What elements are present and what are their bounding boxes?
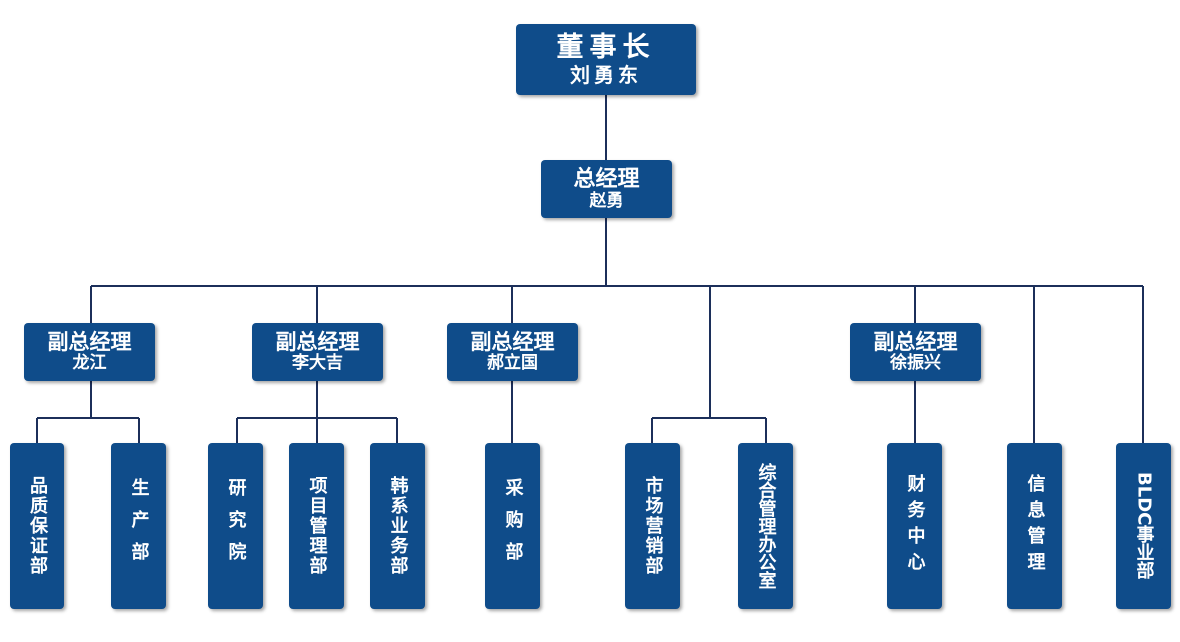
department-project-management: 项目管理部	[289, 443, 344, 609]
vice-president-box-1: 副总经理 龙江	[24, 323, 155, 381]
department-research-institute: 研究院	[208, 443, 263, 609]
department-label: 综合管理办公室	[755, 463, 777, 589]
vice-president-title: 副总经理	[47, 330, 132, 355]
department-bldc-business: BLDC事业部	[1116, 443, 1171, 609]
vice-president-title: 副总经理	[275, 330, 360, 355]
chairman-title: 董事长	[556, 32, 656, 64]
department-marketing: 市场营销部	[625, 443, 680, 609]
chairman-name: 刘勇东	[570, 62, 642, 87]
vice-president-name: 李大吉	[292, 353, 343, 374]
department-procurement: 采购部	[485, 443, 540, 609]
department-quality-assurance: 品质保证部	[10, 443, 64, 609]
department-general-admin-office: 综合管理办公室	[738, 443, 793, 609]
department-label: 采购部	[502, 478, 524, 574]
chairman-box: 董事长 刘勇东	[516, 24, 696, 95]
department-label: 生产部	[128, 478, 150, 574]
general-manager-title: 总经理	[573, 166, 640, 192]
general-manager-name: 赵勇	[589, 190, 624, 211]
department-korea-business: 韩系业务部	[370, 443, 425, 609]
department-label: 财务中心	[904, 474, 926, 578]
department-label: 市场营销部	[642, 476, 664, 576]
vice-president-title: 副总经理	[470, 330, 555, 355]
department-finance-center: 财务中心	[887, 443, 942, 609]
vice-president-name: 郝立国	[487, 353, 538, 374]
vice-president-box-2: 副总经理 李大吉	[252, 323, 383, 381]
vice-president-name: 徐振兴	[890, 353, 941, 374]
department-label: 韩系业务部	[387, 476, 409, 576]
vice-president-name: 龙江	[72, 353, 107, 374]
vice-president-box-3: 副总经理 郝立国	[447, 323, 578, 381]
vice-president-box-4: 副总经理 徐振兴	[850, 323, 981, 381]
department-label: 项目管理部	[306, 476, 328, 576]
general-manager-box: 总经理 赵勇	[541, 160, 672, 218]
department-label: 品质保证部	[27, 476, 48, 576]
department-production: 生产部	[111, 443, 166, 609]
department-label: 信息管理	[1024, 474, 1046, 578]
department-information-management: 信息管理	[1007, 443, 1062, 609]
department-label: BLDC事业部	[1133, 472, 1155, 580]
department-label: 研究院	[225, 478, 247, 574]
vice-president-title: 副总经理	[873, 330, 958, 355]
